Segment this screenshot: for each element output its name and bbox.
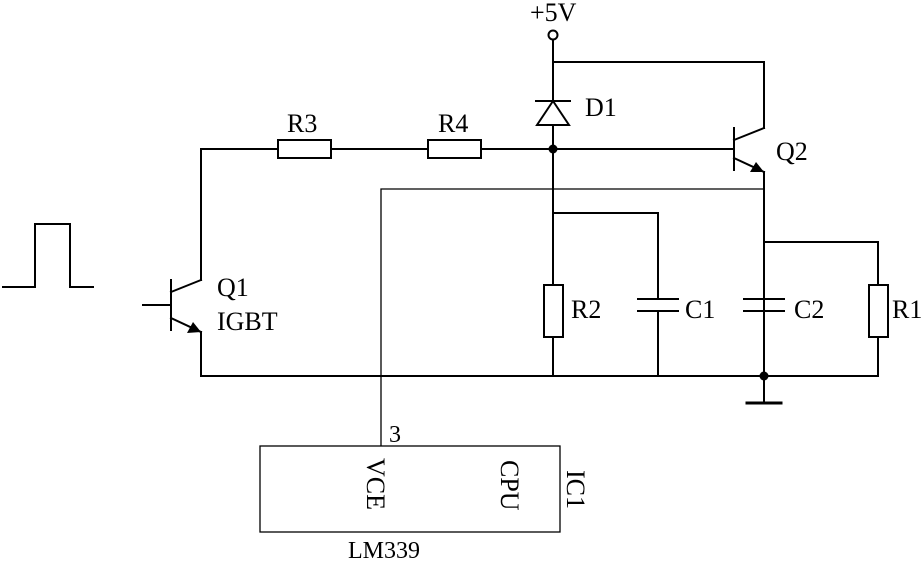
d1-label: D1 (585, 93, 617, 122)
c2-label: C2 (794, 295, 824, 324)
resistor-r1 (868, 284, 889, 338)
r4-label: R4 (438, 109, 468, 138)
supply-terminal (547, 29, 559, 41)
ic1-block (259, 445, 561, 533)
resistor-r2 (543, 284, 564, 338)
r2-label: R2 (571, 295, 601, 324)
wire-supply-to-q2-collector (552, 61, 765, 129)
resistor-r4 (427, 139, 482, 159)
transistor-q1-igbt (142, 278, 203, 334)
resistor-r3 (277, 139, 332, 159)
wire-r1-top (763, 241, 879, 286)
input-pulse-waveform (2, 223, 94, 288)
wire-c1-top (552, 212, 659, 298)
r3-label: R3 (287, 109, 317, 138)
c1-label: C1 (685, 295, 715, 324)
ic-part-number: LM339 (348, 538, 420, 563)
capacitor-c1 (637, 298, 679, 312)
transistor-q2 (732, 126, 766, 174)
ic-pin-vce: VCE (361, 458, 390, 510)
r1-label: R1 (892, 295, 922, 324)
wire-q1-emitter-to-ground (200, 331, 879, 377)
capacitor-c2 (743, 298, 785, 312)
ic-designator: IC1 (561, 470, 590, 509)
junction-base-node (548, 144, 558, 154)
supply-label: +5V (530, 0, 577, 27)
q1-label: Q1 (217, 273, 249, 302)
ic-pin-number: 3 (389, 422, 401, 448)
wire-sense-to-ic-pin3 (380, 188, 764, 446)
diode-d1 (535, 99, 571, 126)
q1-type-label: IGBT (217, 307, 278, 336)
ic-pin-cpu: CPU (495, 460, 524, 511)
q2-label: Q2 (776, 137, 808, 166)
